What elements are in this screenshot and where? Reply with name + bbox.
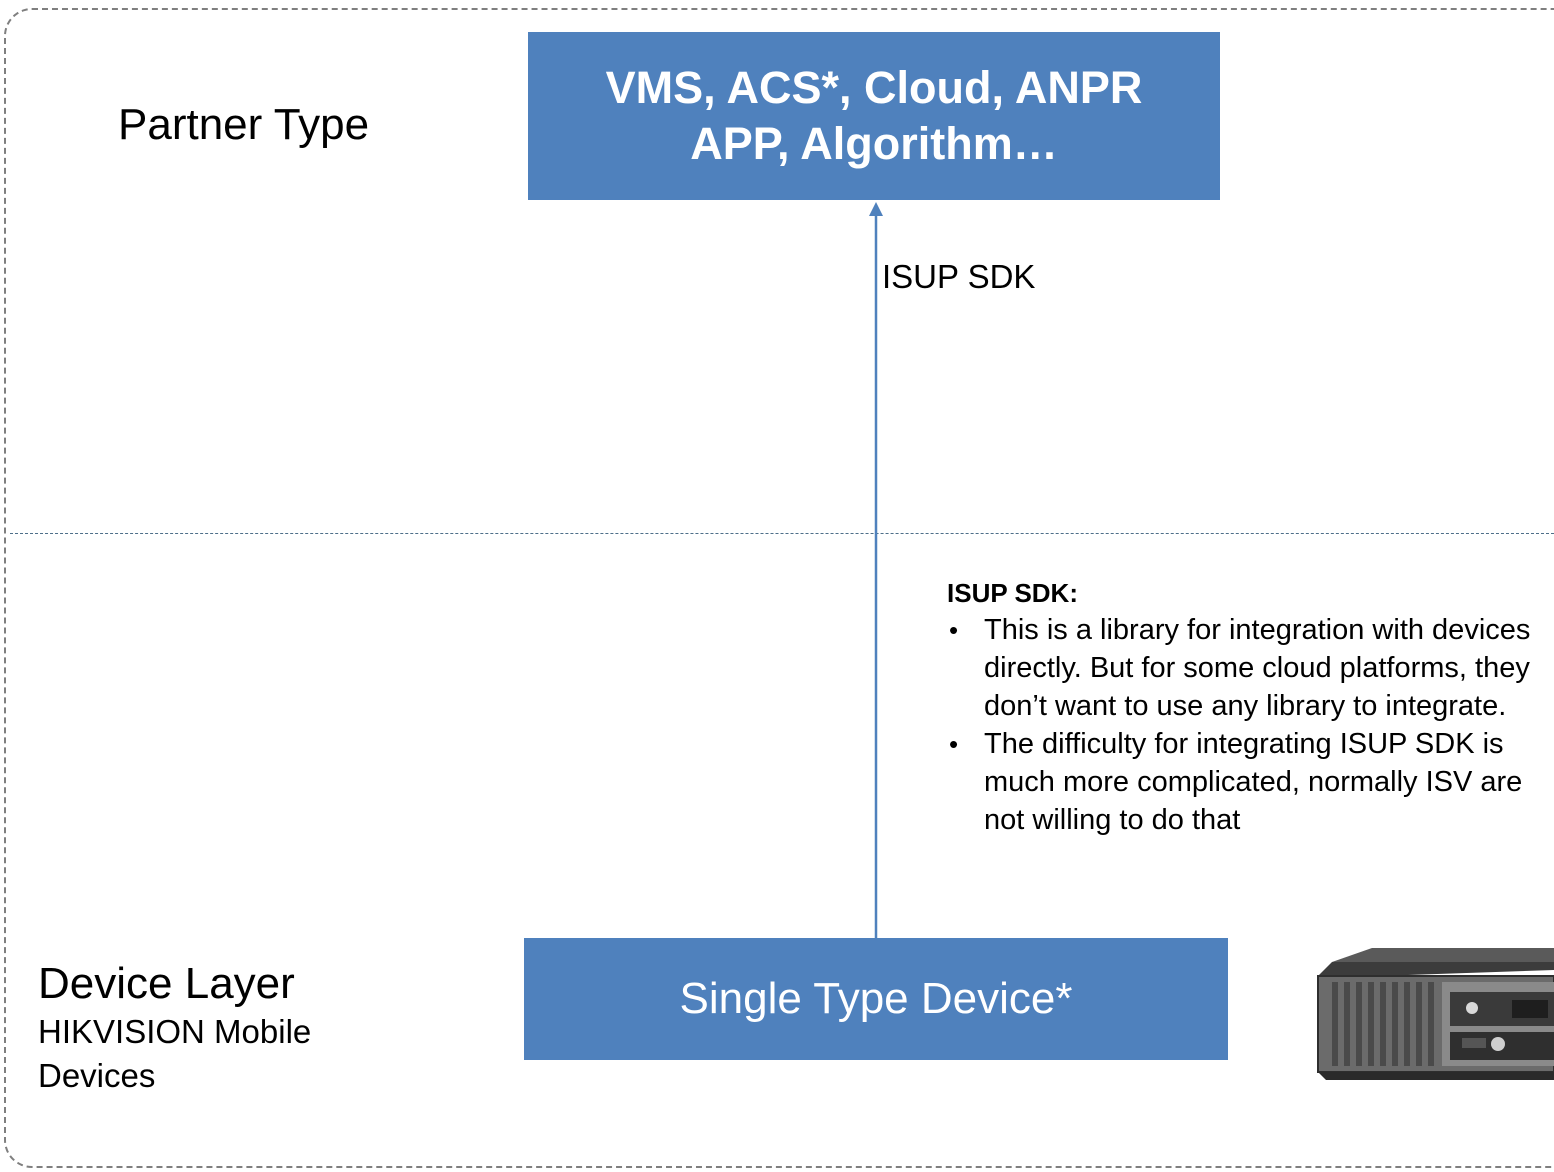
note-list: This is a library for integration with d… bbox=[947, 611, 1547, 839]
partner-type-label: Partner Type bbox=[118, 100, 370, 149]
note-title: ISUP SDK: bbox=[947, 578, 1078, 608]
isup-note: ISUP SDK: This is a library for integrat… bbox=[947, 575, 1547, 839]
device-box-label: Single Type Device* bbox=[679, 974, 1073, 1023]
device-layer-subtitle: HIKVISION Mobile Devices bbox=[38, 1013, 312, 1094]
device-layer-label: Device Layer HIKVISION Mobile Devices bbox=[38, 958, 368, 1098]
edge-label: ISUP SDK bbox=[882, 258, 1036, 295]
partner-box-line-2: APP, Algorithm… bbox=[690, 118, 1058, 169]
mobile-dvr-device-icon bbox=[1317, 948, 1554, 1080]
note-bullet: This is a library for integration with d… bbox=[947, 611, 1547, 725]
device-box: Single Type Device* bbox=[524, 938, 1228, 1060]
note-bullet: The difficulty for integrating ISUP SDK … bbox=[947, 725, 1547, 839]
outer-frame bbox=[4, 8, 1554, 1168]
arrow-head-icon bbox=[869, 202, 883, 216]
partner-box-line-1: VMS, ACS*, Cloud, ANPR bbox=[605, 62, 1143, 113]
partner-box: VMS, ACS*, Cloud, ANPR APP, Algorithm… bbox=[528, 32, 1220, 200]
device-layer-title: Device Layer bbox=[38, 959, 295, 1008]
layer-divider bbox=[10, 533, 1554, 534]
